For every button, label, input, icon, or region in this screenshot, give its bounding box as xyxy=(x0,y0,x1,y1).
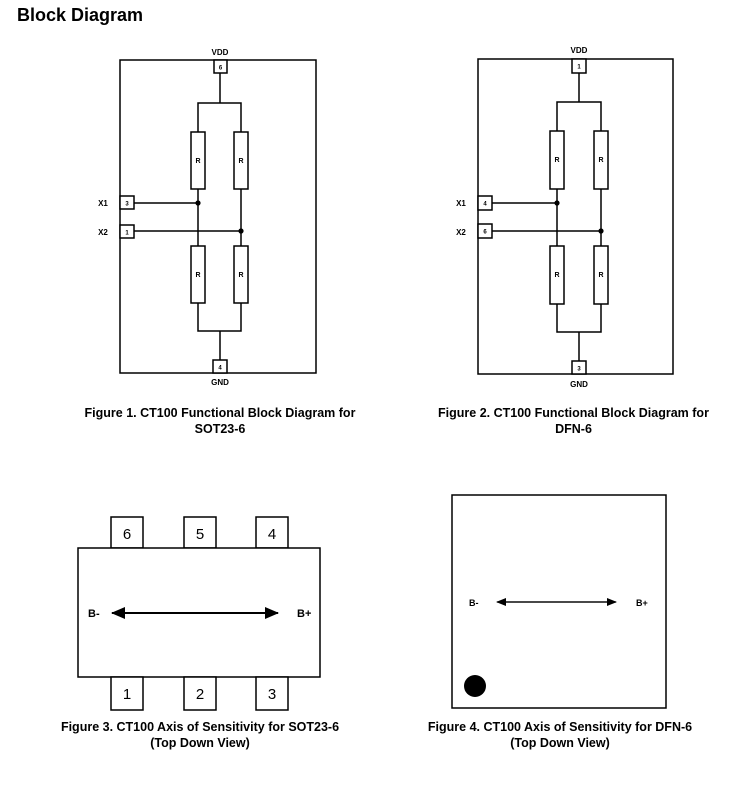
caption-line: SOT23-6 xyxy=(194,422,246,436)
pin-6 xyxy=(110,516,144,549)
pin-5-number: 5 xyxy=(196,526,204,543)
figure-3-caption: Figure 3. CT100 Axis of Sensitivity for … xyxy=(20,719,380,751)
figure-3-axis-diagram: 6 5 4 1 2 3 B- B+ xyxy=(77,516,321,711)
resistor-label: R xyxy=(195,158,200,165)
pin-4-number: 4 xyxy=(268,526,276,543)
pin-gnd xyxy=(571,360,587,375)
caption-line: DFN-6 xyxy=(555,422,592,436)
pin-1 xyxy=(110,676,144,711)
pin-6-number: 6 xyxy=(123,526,131,543)
pin-2 xyxy=(183,676,217,711)
pin-gnd xyxy=(212,359,228,374)
resistor-label: R xyxy=(195,272,200,279)
b-minus-label: B- xyxy=(469,598,479,608)
resistor-label: R xyxy=(598,157,603,164)
caption-line: Figure 4. CT100 Axis of Sensitivity for … xyxy=(427,720,693,734)
pin-x1-number: 3 xyxy=(125,202,129,208)
pin-gnd-number: 4 xyxy=(218,366,222,372)
wire xyxy=(556,304,602,333)
pin-vdd-number: 1 xyxy=(577,65,581,71)
figure-4-caption: Figure 4. CT100 Axis of Sensitivity for … xyxy=(385,719,735,751)
x1-label: X1 xyxy=(98,199,108,208)
resistor-label: R xyxy=(554,272,559,279)
pin-gnd-number: 3 xyxy=(577,367,581,373)
x2-label: X2 xyxy=(98,228,108,237)
b-minus-label: B- xyxy=(88,608,100,620)
figure-2-caption: Figure 2. CT100 Functional Block Diagram… xyxy=(400,405,747,437)
vdd-label: VDD xyxy=(571,46,588,55)
caption-line: Figure 2. CT100 Functional Block Diagram… xyxy=(438,406,709,420)
junction-dot xyxy=(238,228,244,234)
caption-line: (Top Down View) xyxy=(150,736,250,750)
resistor-label: R xyxy=(554,157,559,164)
pin-1-indicator-dot xyxy=(464,675,486,697)
figure-4-axis-diagram: B- B+ xyxy=(451,494,667,709)
figure-1-block-diagram: VDD 6 R R X1 3 X2 1 R R 4 GND xyxy=(98,48,317,387)
vdd-label: VDD xyxy=(212,48,229,57)
page-title: Block Diagram xyxy=(17,5,144,25)
x1-label: X1 xyxy=(456,199,466,208)
package-outline xyxy=(119,59,317,374)
x2-label: X2 xyxy=(456,228,466,237)
wire xyxy=(197,303,242,332)
pin-1-number: 1 xyxy=(123,686,131,703)
junction-dot xyxy=(195,200,201,206)
gnd-label: GND xyxy=(211,378,229,387)
resistor-label: R xyxy=(238,272,243,279)
junction-dot xyxy=(554,200,560,206)
caption-line: Figure 3. CT100 Axis of Sensitivity for … xyxy=(60,720,340,734)
b-plus-label: B+ xyxy=(636,598,648,608)
pin-5 xyxy=(183,516,217,549)
b-plus-label: B+ xyxy=(297,608,311,620)
pin-3-number: 3 xyxy=(268,686,276,703)
caption-line: Figure 1. CT100 Functional Block Diagram… xyxy=(84,406,356,420)
wire xyxy=(197,102,242,132)
pin-vdd-number: 6 xyxy=(219,66,223,72)
pin-2-number: 2 xyxy=(196,686,204,703)
wire xyxy=(556,101,602,131)
figure-1-caption: Figure 1. CT100 Functional Block Diagram… xyxy=(40,405,400,437)
caption-line: (Top Down View) xyxy=(510,736,610,750)
gnd-label: GND xyxy=(570,380,588,389)
package-outline xyxy=(477,58,674,375)
pin-x2-number: 6 xyxy=(483,230,487,236)
resistor-label: R xyxy=(238,158,243,165)
junction-dot xyxy=(598,228,604,234)
figure-2-block-diagram: VDD 1 R R X1 4 X2 6 R R 3 GND xyxy=(456,46,674,389)
pin-x2-number: 1 xyxy=(125,231,129,237)
pin-x1-number: 4 xyxy=(483,202,487,208)
pin-3 xyxy=(255,676,289,711)
resistor-label: R xyxy=(598,272,603,279)
